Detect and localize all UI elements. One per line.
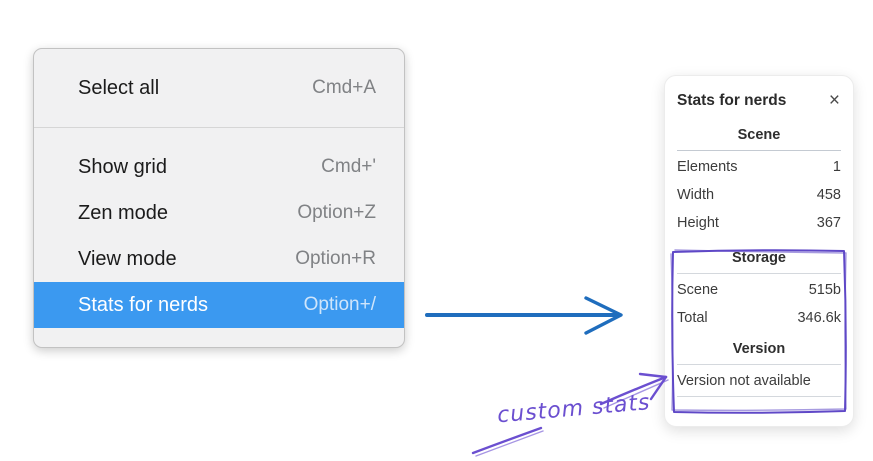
stat-row-scene-size: Scene 515b	[677, 276, 841, 304]
menu-item-label: Stats for nerds	[78, 293, 209, 316]
menu-item-shortcut: Option+R	[295, 248, 376, 269]
stat-value: 346.6k	[797, 310, 841, 326]
stat-value: 367	[816, 215, 841, 231]
stat-label: Total	[677, 310, 708, 326]
menu-item-label: Select all	[78, 76, 160, 99]
version-note: Version not available	[677, 373, 811, 389]
menu-item-shortcut: Option+/	[303, 294, 376, 315]
stat-row-height: Height 367	[677, 209, 841, 237]
stat-row-total-size: Total 346.6k	[677, 304, 841, 332]
custom-stats-label: custom stats	[496, 390, 652, 429]
section-header-storage: Storage	[732, 250, 786, 266]
menu-item-view-mode[interactable]: View mode Option+R	[34, 236, 404, 282]
section-header-scene: Scene	[737, 127, 781, 143]
menu-item-stats-for-nerds[interactable]: Stats for nerds Option+/	[34, 282, 404, 328]
menu-item-shortcut: Cmd+A	[312, 77, 376, 98]
menu-item-shortcut: Cmd+'	[321, 156, 376, 177]
section-header-version: Version	[732, 341, 786, 357]
stats-panel: Stats for nerds × Scene Elements 1 Width…	[664, 75, 854, 427]
stat-label: Scene	[677, 282, 719, 298]
menu-item-shortcut: Option+Z	[297, 202, 376, 223]
stat-row-width: Width 458	[677, 181, 841, 209]
divider	[677, 396, 841, 397]
scene-rows: Elements 1 Width 458 Height 367	[677, 153, 841, 237]
menu-item-zen-mode[interactable]: Zen mode Option+Z	[34, 190, 404, 236]
storage-rows: Scene 515b Total 346.6k	[677, 276, 841, 332]
stat-value: 458	[816, 187, 841, 203]
stat-value: 1	[832, 159, 841, 175]
stats-panel-header: Stats for nerds ×	[677, 90, 841, 112]
menu-item-show-grid[interactable]: Show grid Cmd+'	[34, 144, 404, 190]
custom-stats-arrow	[471, 372, 669, 457]
stats-panel-title: Stats for nerds	[677, 92, 787, 109]
pointer-arrow-blue	[425, 296, 623, 335]
context-menu: Select all Cmd+A Show grid Cmd+' Zen mod…	[33, 48, 405, 348]
close-icon[interactable]: ×	[828, 90, 840, 111]
stat-label: Width	[677, 187, 715, 203]
divider	[677, 150, 841, 151]
menu-item-select-all[interactable]: Select all Cmd+A	[34, 49, 404, 127]
menu-group: Show grid Cmd+' Zen mode Option+Z View m…	[34, 128, 404, 328]
divider	[677, 273, 841, 274]
stat-row-elements: Elements 1	[677, 153, 841, 181]
stat-label: Elements	[677, 159, 738, 175]
stat-label: Height	[677, 215, 719, 231]
stat-value: 515b	[808, 282, 841, 298]
menu-item-label: Show grid	[78, 155, 167, 178]
divider	[677, 364, 841, 365]
menu-item-label: View mode	[78, 247, 177, 270]
menu-separator	[34, 127, 404, 128]
menu-item-label: Zen mode	[78, 201, 169, 224]
